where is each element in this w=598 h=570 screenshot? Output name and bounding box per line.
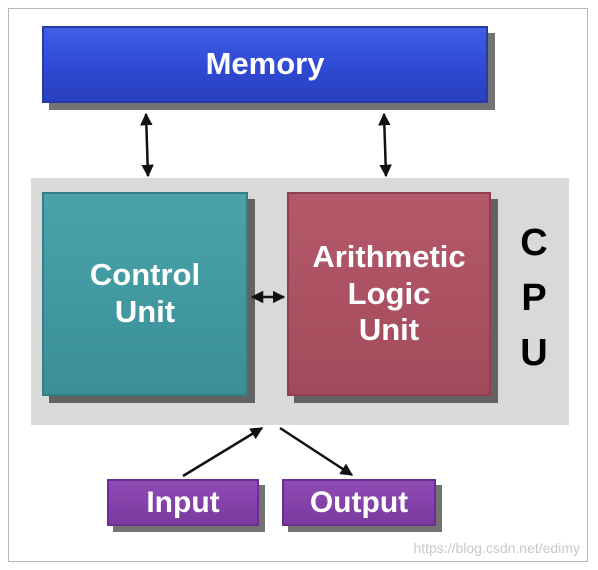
memory-control-arrow bbox=[140, 112, 154, 178]
alu-box: Arithmetic Logic Unit bbox=[287, 192, 491, 396]
input-label: Input bbox=[146, 485, 220, 519]
alu-label-line3: Unit bbox=[358, 312, 420, 348]
control-unit-box: Control Unit bbox=[42, 192, 248, 396]
alu-label-line2: Logic bbox=[347, 275, 431, 311]
output-box: Output bbox=[282, 479, 436, 526]
alu-label-line1: Arithmetic bbox=[312, 239, 466, 275]
cpu-letter-u: U bbox=[520, 332, 548, 374]
memory-alu-arrow bbox=[378, 112, 392, 178]
watermark-text: https://blog.csdn.net/edimy bbox=[413, 540, 580, 556]
input-to-cpu-arrow bbox=[182, 426, 264, 478]
control-unit-label-line2: Unit bbox=[114, 294, 176, 329]
input-box: Input bbox=[107, 479, 259, 526]
cpu-letter-p: P bbox=[521, 277, 547, 319]
cpu-to-output-arrow bbox=[279, 426, 354, 477]
control-unit-label-line1: Control bbox=[89, 257, 201, 293]
cpu-letter-c: C bbox=[520, 222, 548, 264]
memory-box: Memory bbox=[42, 26, 488, 103]
memory-label: Memory bbox=[205, 46, 325, 82]
output-label: Output bbox=[309, 485, 409, 519]
